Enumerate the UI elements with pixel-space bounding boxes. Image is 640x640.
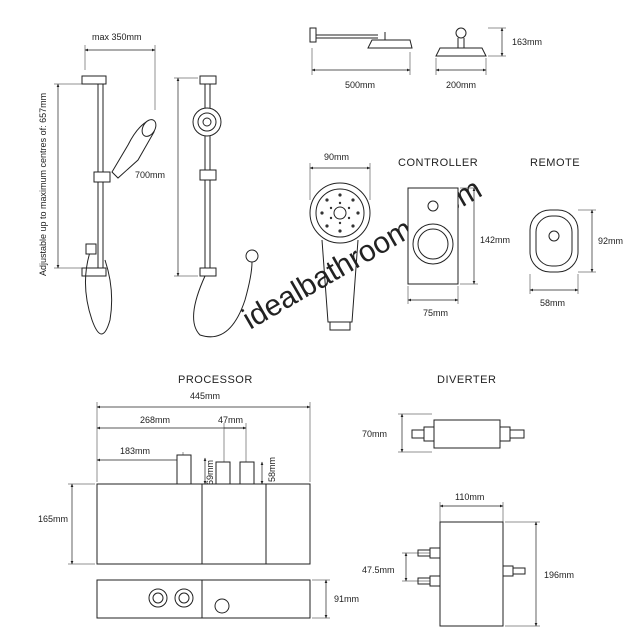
diverter-110-label: 110mm: [455, 492, 484, 502]
diverter-side-drawing: [411, 419, 525, 449]
processor-heading: PROCESSOR: [178, 374, 253, 386]
diverter-70-label: 70mm: [362, 429, 387, 439]
remote-height-label: 92mm: [598, 236, 623, 246]
diverter-heading: DIVERTER: [437, 374, 496, 386]
head-height-label: 163mm: [512, 37, 542, 47]
processor-depth-label: 91mm: [334, 594, 359, 604]
processor-183-label: 183mm: [120, 446, 150, 456]
diverter-47-5-label: 47.5mm: [362, 565, 395, 575]
head-width-label: 200mm: [446, 80, 476, 90]
handset-width-label: 90mm: [324, 152, 349, 162]
processor-58-label: 58mm: [267, 457, 277, 482]
processor-47-label: 47mm: [218, 415, 243, 425]
riser-adjustable-label: Adjustable up to maximum centres of: 657…: [38, 93, 48, 276]
riser-rail-drawing: [81, 75, 157, 335]
slide-bar-front-drawing: [192, 75, 259, 338]
processor-69-label: 69mm: [205, 460, 215, 485]
remote-heading: REMOTE: [530, 157, 580, 169]
handset-nozzles: [320, 193, 360, 233]
handset-drawing: [309, 182, 371, 331]
fixed-head-front-drawing: [435, 27, 487, 57]
controller-width-label: 75mm: [423, 308, 448, 318]
remote-drawing: [529, 209, 579, 273]
remote-width-label: 58mm: [540, 298, 565, 308]
processor-front-drawing: [96, 454, 311, 565]
riser-height-label: 700mm: [135, 170, 165, 180]
controller-height-label: 142mm: [480, 235, 510, 245]
riser-max-width-label: max 350mm: [92, 32, 142, 42]
processor-height-label: 165mm: [38, 514, 68, 524]
controller-drawing: [407, 187, 459, 285]
controller-heading: CONTROLLER: [398, 157, 478, 169]
processor-width-label: 445mm: [190, 391, 220, 401]
processor-top-drawing: [96, 579, 311, 619]
processor-268-label: 268mm: [140, 415, 170, 425]
fixed-head-side-drawing: [309, 27, 413, 49]
head-arm-length-label: 500mm: [345, 80, 375, 90]
diverter-front-drawing: [417, 521, 526, 627]
diverter-196-label: 196mm: [544, 570, 574, 580]
